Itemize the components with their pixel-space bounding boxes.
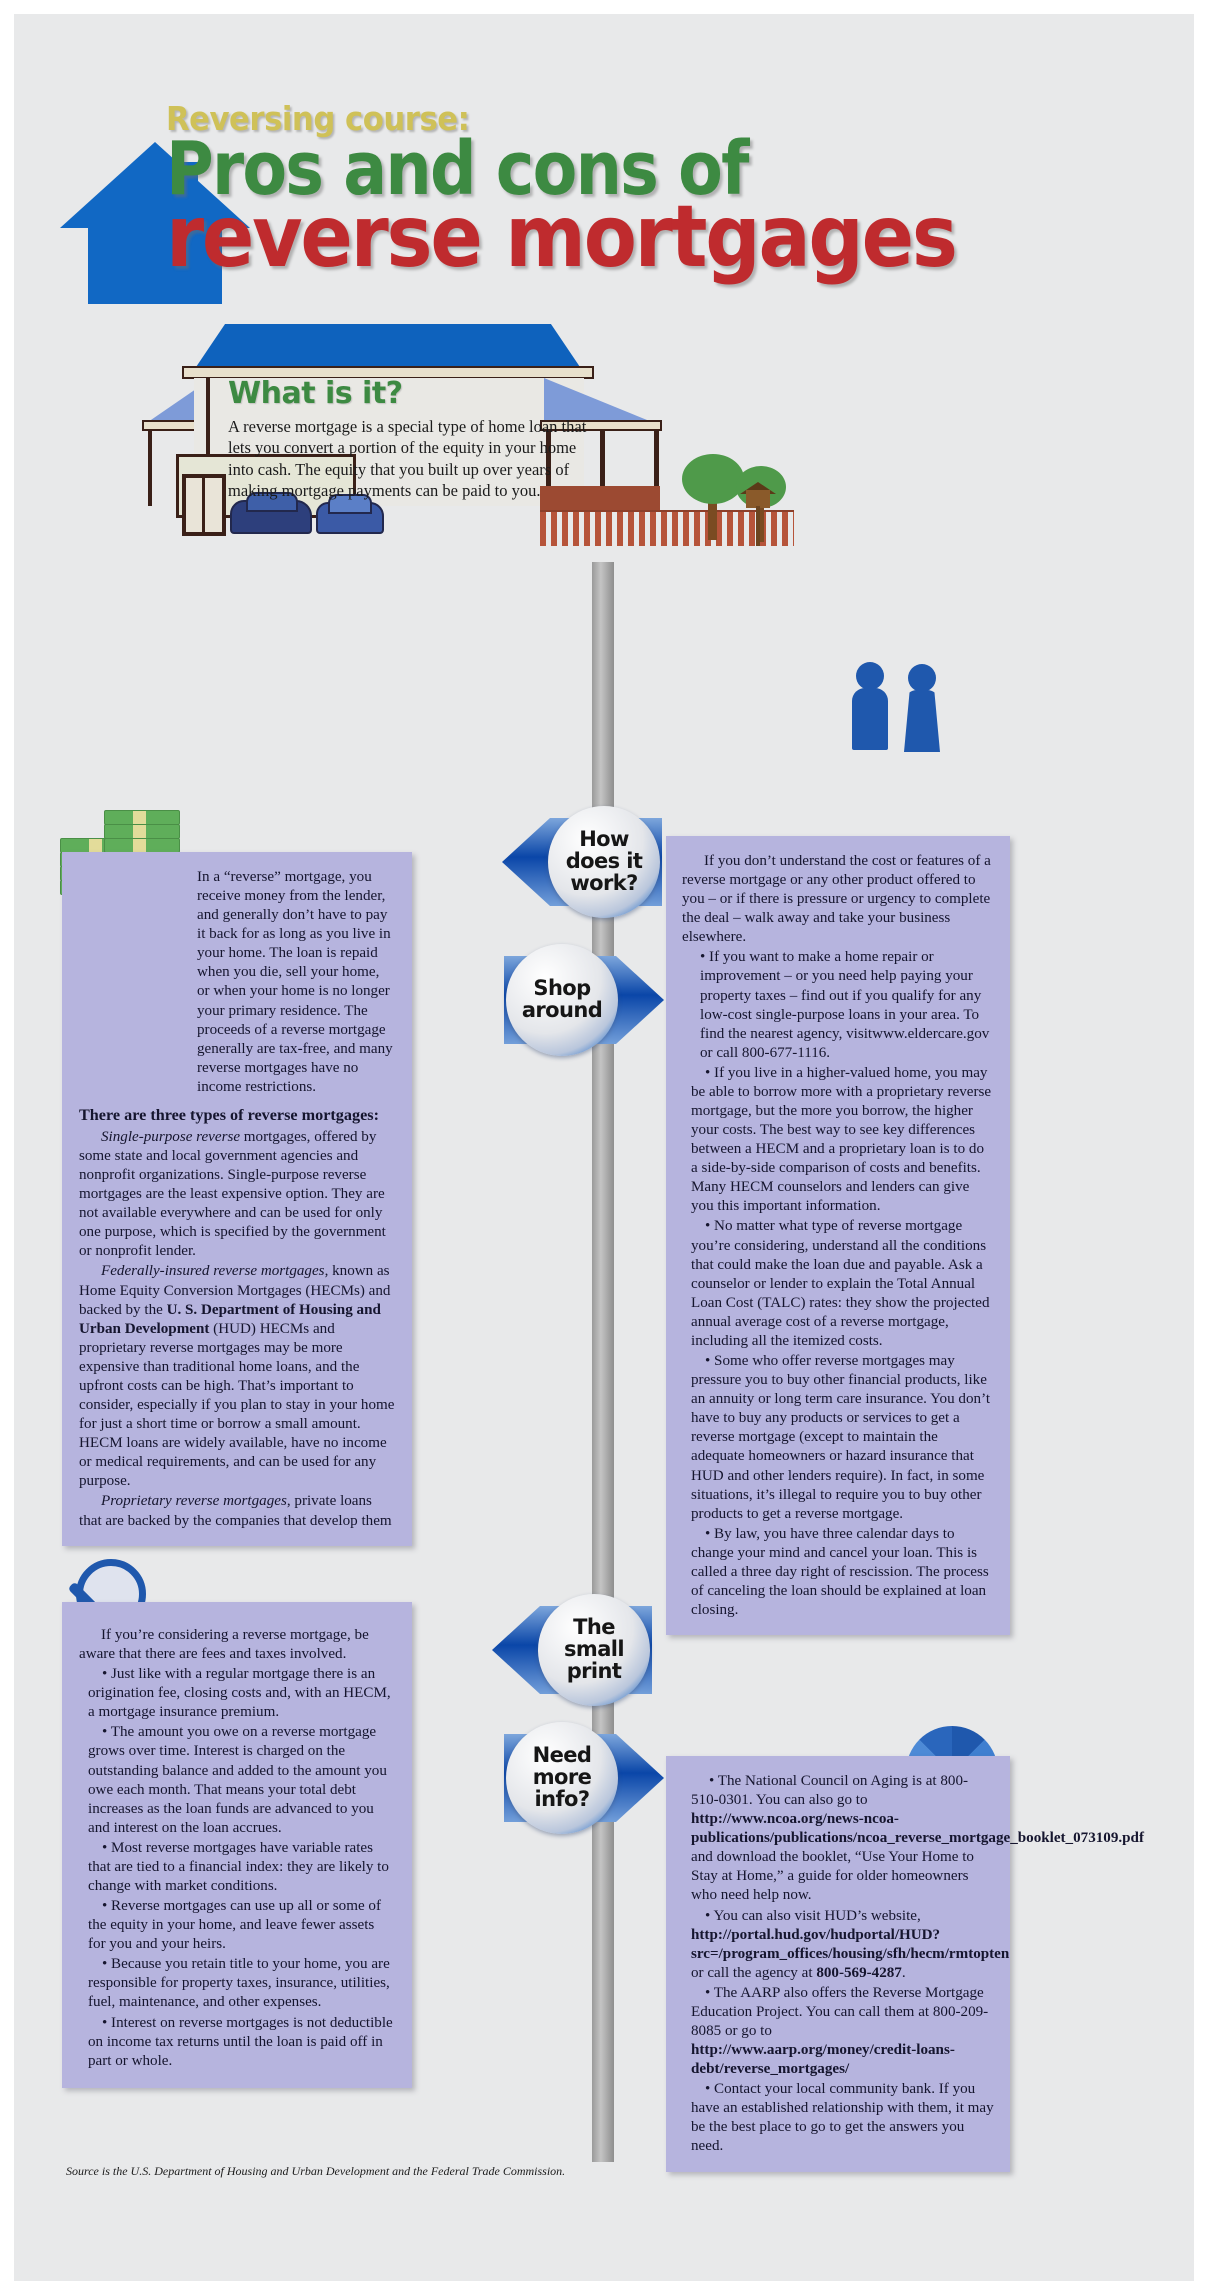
panel-small-paragraph: If you’re considering a reverse mortgage… <box>79 1627 369 1663</box>
panel-how-paragraph: In a “reverse” mortgage, you receive mon… <box>197 869 393 1095</box>
panel-small-bullet: • Most reverse mortgages have variable r… <box>88 1839 389 1895</box>
couple-icon <box>852 662 964 762</box>
title-block: Reversing course: Pros and cons of rever… <box>166 99 1166 288</box>
title-kicker: Reversing course: <box>166 99 470 138</box>
what-is-it-body: A reverse mortgage is a special type of … <box>228 417 587 500</box>
panel-shop-paragraph: If you don’t understand the cost or feat… <box>682 853 991 946</box>
title-line-2: reverse mortgages <box>166 187 958 288</box>
panel-shop-bullet: • If you want to make a home repair or i… <box>700 949 990 1061</box>
panel-shop-bullet: • No matter what type of reverse mortgag… <box>691 1218 990 1349</box>
badge-disc <box>506 944 618 1056</box>
panel-small-bullet: • Just like with a regular mortgage ther… <box>88 1666 391 1721</box>
badge-disc <box>506 1722 618 1834</box>
panel-shop-bullet: • Some who offer reverse mortgages may p… <box>691 1353 991 1522</box>
house-illustration <box>142 314 848 564</box>
badge-disc <box>538 1594 650 1706</box>
panel-shop-around: If you don’t understand the cost or feat… <box>666 836 1010 1636</box>
panel-how-type-2: Federally-insured reverse mortgages, kno… <box>79 1263 395 1490</box>
panel-small-bullet: • The amount you owe on a reverse mortga… <box>88 1724 387 1836</box>
panel-info-bullet-aarp: • The AARP also offers the Reverse Mortg… <box>691 1984 989 2078</box>
what-is-it-heading: What is it? <box>228 376 403 411</box>
panel-small-bullet: • Reverse mortgages can use up all or so… <box>88 1898 381 1953</box>
panel-small-bullet: • Interest on reverse mortgages is not d… <box>88 2014 393 2069</box>
panel-how-type-3: Proprietary reverse mortgages, private l… <box>79 1493 392 1529</box>
panel-the-small-print: If you’re considering a reverse mortgage… <box>62 1602 412 2088</box>
what-is-it-block: What is it? A reverse mortgage is a spec… <box>228 376 588 501</box>
badge-disc <box>548 806 660 918</box>
house-logo-icon <box>60 114 250 304</box>
panel-shop-bullet: • By law, you have three calendar days t… <box>691 1525 989 1619</box>
title-line-1: Pros and cons of <box>166 126 749 212</box>
panel-small-bullet: • Because you retain title to your home,… <box>88 1956 390 2011</box>
panel-shop-bullet: • If you live in a higher-valued home, y… <box>691 1064 992 1215</box>
infographic-canvas: Reversing course: Pros and cons of rever… <box>14 14 1194 2281</box>
panel-how-type-1: Single-purpose reverse mortgages, offere… <box>79 1128 386 1260</box>
panel-info-bullet-ncoa: • The National Council on Aging is at 80… <box>691 1773 1144 1904</box>
signpost <box>592 562 614 2162</box>
panel-need-more-info: • The National Council on Aging is at 80… <box>666 1756 1144 2172</box>
panel-how-heading: There are three types of reverse mortgag… <box>79 1105 379 1124</box>
source-note: Source is the U.S. Department of Housing… <box>66 2164 566 2178</box>
panel-how-does-it-work: In a “reverse” mortgage, you receive mon… <box>62 852 412 1546</box>
panel-info-bullet-hud: • You can also visit HUD’s website, http… <box>691 1907 1010 1981</box>
panel-info-bullet-bank: • Contact your local community bank. If … <box>691 2081 994 2155</box>
